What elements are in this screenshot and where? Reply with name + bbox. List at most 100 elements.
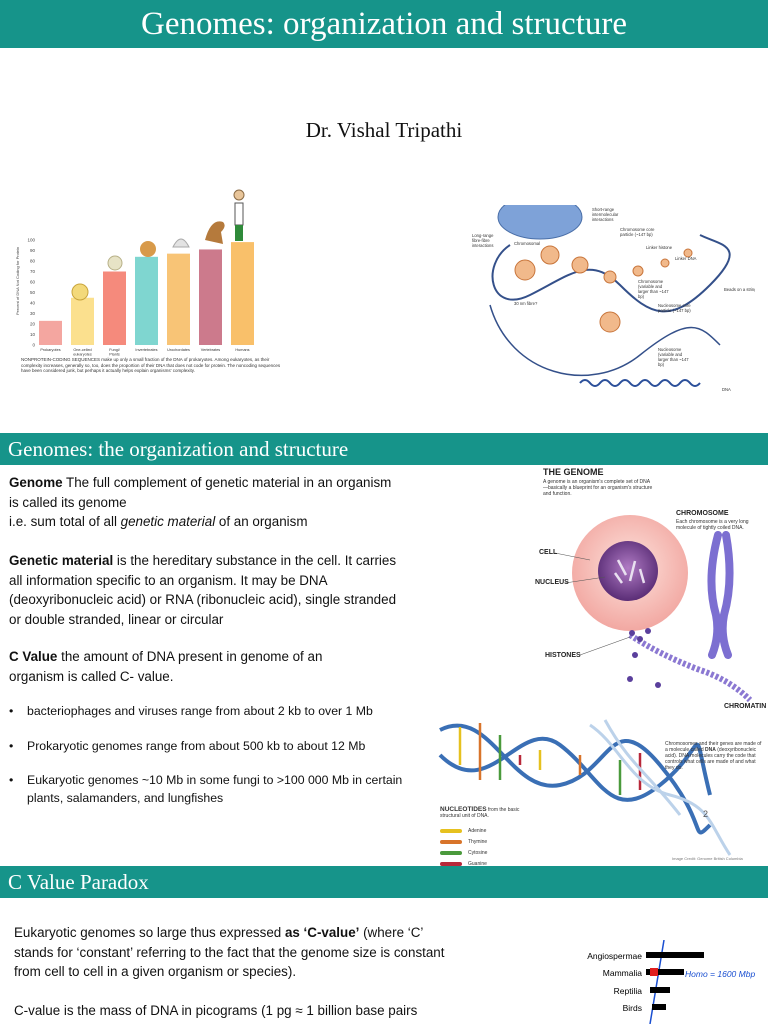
chart-ylabel: Percent of DNA Not Coding for Protein (15, 247, 20, 315)
genome-intro: A genome is an organism's complete set o… (543, 479, 653, 497)
y-tick-label: 100 (27, 238, 35, 243)
y-tick-label: 50 (30, 290, 36, 295)
chart-bar (103, 271, 126, 345)
dna-description: Chromosomes and their genes are made of … (665, 741, 765, 771)
nucleus-circle (598, 541, 658, 601)
category-label: Angiospermae (587, 951, 642, 961)
chart-bar (167, 253, 190, 345)
nucleotides-note: NUCLEOTIDES from the basic structural un… (440, 806, 520, 819)
faded-dna (603, 719, 682, 816)
x-tick-label: Fungi/Plants (109, 348, 120, 357)
base-name: Adenine (468, 827, 487, 834)
bullet-text: bacteriophages and viruses range from ab… (27, 704, 373, 718)
ie-italic: genetic material (120, 514, 216, 529)
y-tick-label: 0 (32, 343, 35, 348)
bullet-text: Eukaryotic genomes ~10 Mb in some fungi … (27, 773, 403, 805)
gm-text: is the hereditary substance in the cell.… (9, 553, 397, 627)
slide1-title: Genomes: organization and structure (141, 6, 627, 42)
chart-bar (231, 242, 254, 345)
ie-suffix: of an organism (215, 514, 308, 529)
chart-bars (39, 242, 254, 345)
p1-post: (where ‘C’ stands for ‘constant’ referri… (14, 925, 445, 979)
label-line (579, 636, 631, 656)
chromatin-label: Linker histone (646, 245, 673, 250)
slide3-heading-banner: C Value Paradox (0, 866, 768, 898)
bullet-prokaryotic: • Prokaryotic genomes range from about 5… (9, 737, 409, 755)
c-value-mass-line: C-value is the mass of DNA in picograms … (14, 1003, 418, 1018)
bullet-marker: • (9, 739, 14, 753)
genome-text: The full complement of genetic material … (9, 475, 392, 510)
chromatin-coil (628, 632, 753, 703)
dna-fibre-path (491, 234, 731, 313)
base-legend-item: Thymine (440, 836, 487, 847)
homo-annotation: Homo = 1600 Mbp (685, 969, 755, 979)
mammalia-bar (646, 968, 684, 976)
birds-bar (652, 1004, 666, 1010)
chart-caption: NONPROTEIN-CODING SEQUENCES make up only… (21, 357, 281, 373)
x-tick-label: Prokaryotes (40, 348, 60, 352)
base-swatch (440, 828, 462, 833)
x-tick-label: Urochordates (167, 348, 190, 352)
chart-bar (71, 297, 94, 345)
genome-figure-art (438, 515, 753, 856)
gm-term: Genetic material (9, 553, 114, 568)
human-figure-body (234, 202, 244, 226)
dna-lower-path (489, 304, 721, 377)
y-tick-label: 70 (30, 269, 36, 274)
bullet-text: Prokaryotic genomes range from about 500… (27, 739, 366, 753)
dna-desc-pre: Chromosomes and their genes are made of … (665, 741, 762, 753)
p1-bold: as ‘C-value’ (284, 925, 360, 940)
genome-term: Genome (9, 475, 63, 490)
y-tick-label: 30 (30, 311, 36, 316)
nucleus-shape (497, 205, 583, 240)
cell-figure (71, 283, 89, 301)
human-figure-legs (235, 225, 243, 241)
slide2-heading: Genomes: the organization and structure (8, 437, 349, 461)
y-tick-label: 80 (30, 259, 36, 264)
chromosome-x (707, 531, 734, 659)
histones-label: HISTONES (545, 652, 581, 659)
human-figure-head (233, 189, 245, 201)
p1-pre: Eukaryotic genomes so large thus express… (14, 925, 285, 940)
image-credit: Image Credit: Genome British Columbia (672, 856, 743, 861)
base-swatch (440, 850, 462, 855)
dna-helix-path (579, 379, 701, 387)
c-value-definition: C Value the amount of DNA present in gen… (9, 647, 369, 686)
chromosome-bits (613, 559, 646, 584)
fungi-figure (107, 255, 123, 271)
slide3-heading: C Value Paradox (8, 870, 149, 894)
base-name: Cytosine (468, 849, 488, 856)
chromatin-label: Chromosomal (514, 241, 540, 246)
bullet-marker: • (9, 704, 14, 718)
y-tick-label: 20 (30, 322, 36, 327)
bullet-marker: • (9, 773, 14, 787)
x-tick-label: Humans (235, 348, 249, 352)
nucleotides-label: NUCLEOTIDES (440, 806, 487, 813)
y-tick-label: 90 (30, 248, 36, 253)
reptilia-bar (650, 987, 670, 993)
category-label: Reptilia (614, 986, 643, 996)
base-legend-item: Adenine (440, 825, 487, 836)
nucleus-label: NUCLEUS (535, 579, 569, 586)
genome-definition: Genome The full complement of genetic ma… (9, 473, 399, 512)
faded-dna (589, 723, 732, 856)
chart-bar (199, 249, 222, 345)
base-pair-rungs (458, 723, 642, 795)
chromatin-label: DNA (722, 387, 731, 392)
dna-helix-a (439, 723, 712, 835)
bullet-eukaryotic: • Eukaryotic genomes ~10 Mb in some fung… (9, 771, 409, 807)
chart-bar (39, 320, 62, 345)
cell-label: CELL (539, 549, 558, 556)
y-tick-label: 10 (30, 332, 36, 337)
angiospermae-bar (646, 952, 704, 958)
category-label: Birds (623, 1003, 642, 1013)
